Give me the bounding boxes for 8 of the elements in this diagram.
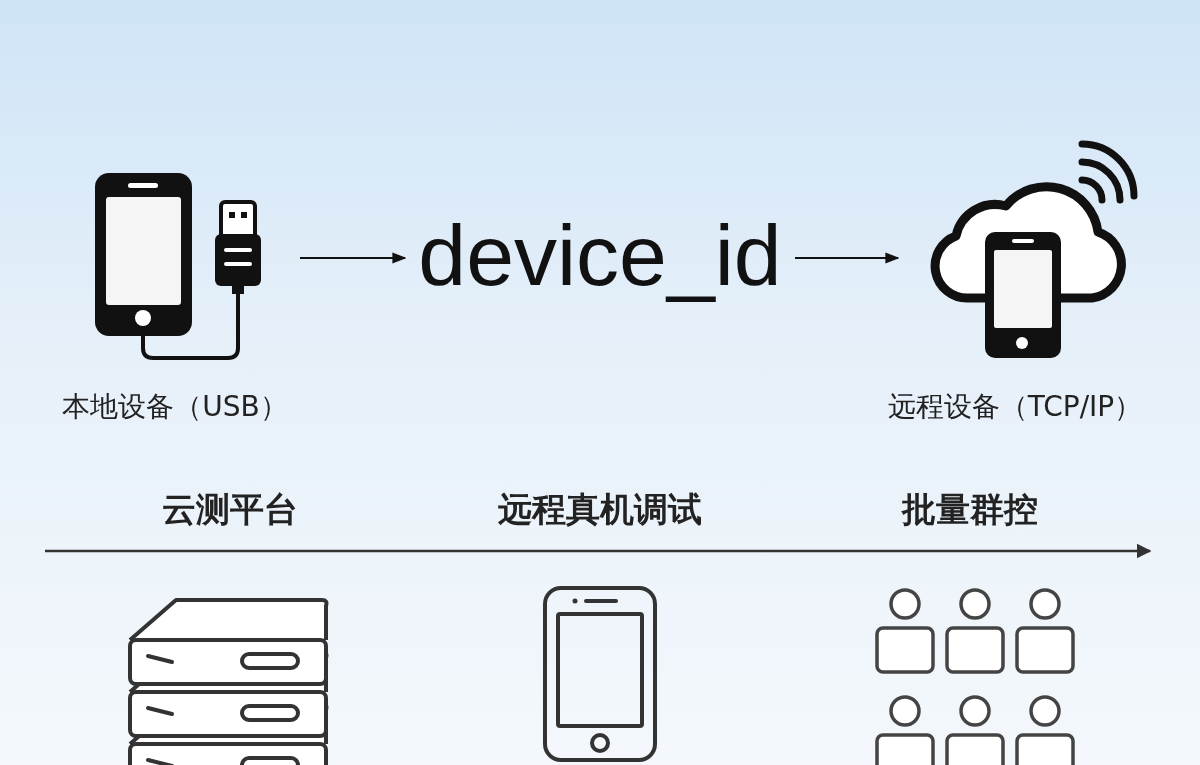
arrow — [794, 252, 900, 264]
stage-label: 云测平台 — [161, 488, 299, 531]
device-id-text: device_id — [417, 205, 783, 305]
device-caption: 远程设备（TCP/IP） — [886, 389, 1144, 425]
stage-label: 远程真机调试 — [497, 488, 703, 531]
stage-label: 批量群控 — [900, 488, 1039, 531]
arrow — [299, 252, 407, 264]
device-caption: 本地设备（USB） — [61, 389, 289, 425]
